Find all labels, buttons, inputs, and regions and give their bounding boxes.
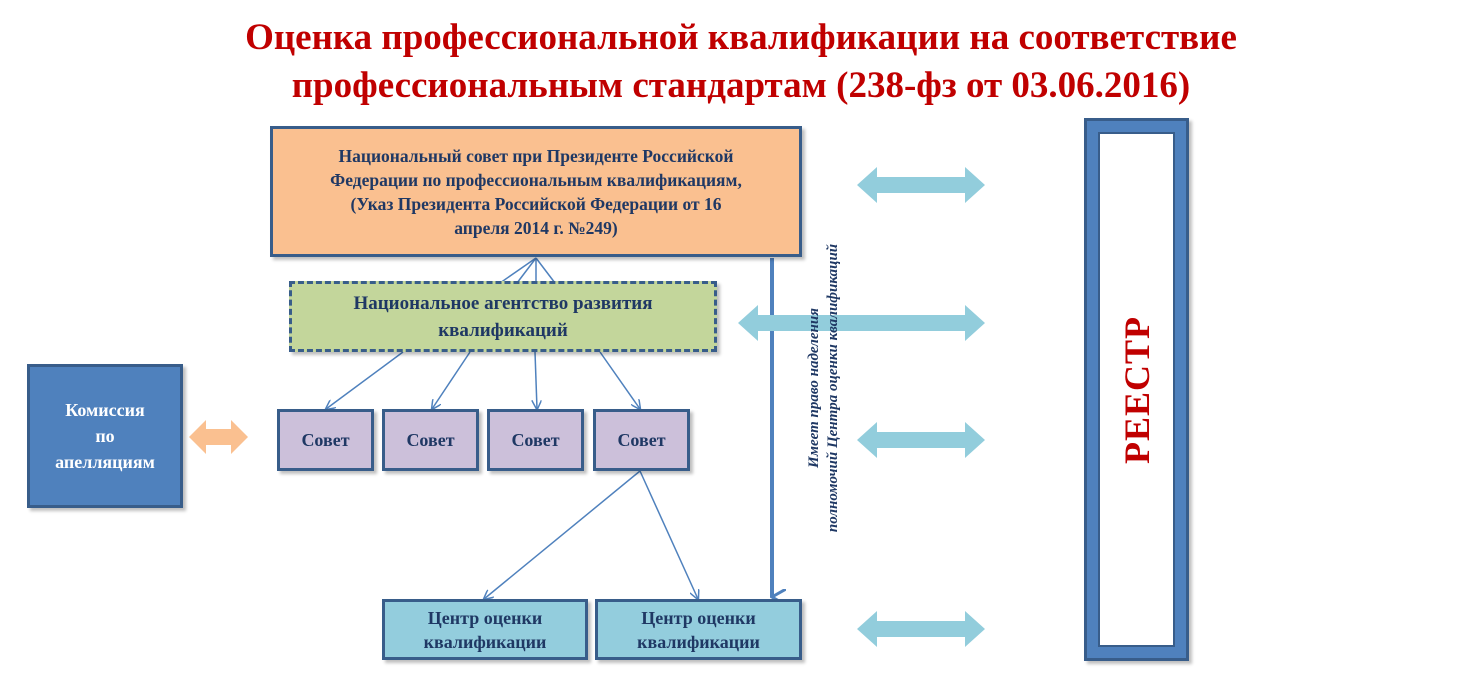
national-council-line-2: Федерации по профессиональным квалификац… — [330, 169, 742, 190]
appeal-commission-box: Комиссия по апелляциям — [27, 364, 183, 508]
arrow-to-center-1 — [484, 470, 641, 599]
sovet-label: Совет — [617, 429, 666, 450]
council-agency-connectors — [499, 257, 556, 284]
double-arrow-icon — [857, 611, 985, 647]
connector-line — [516, 257, 537, 284]
national-council-line-3: (Указ Президента Российской Федерации от… — [350, 193, 722, 214]
sovet-box-4: Совет — [593, 409, 690, 471]
title-line-2: профессиональным стандартам (238-фз от 0… — [291, 65, 1191, 106]
appeal-line-3: апелляциям — [55, 452, 155, 472]
double-arrow-icon — [857, 167, 985, 203]
national-agency-line-1: Национальное агентство развития — [353, 292, 653, 314]
double-arrow-icon — [738, 305, 985, 341]
sovet-center-arrows — [484, 470, 698, 599]
arrow-to-center-2 — [639, 470, 698, 599]
center-line-2: квалификации — [423, 631, 547, 652]
connector-line — [499, 257, 537, 284]
appeal-line-2: по — [95, 426, 115, 446]
national-agency-box: Национальное агентство развития квалифик… — [289, 281, 717, 352]
national-council-box: Национальный совет при Президенте Россий… — [270, 126, 802, 257]
delegation-note-line-2: полномочий Центра оценки квалификаций — [825, 243, 841, 533]
arrow-to-sovet-3 — [535, 351, 537, 409]
registry-label: РЕЕСТР — [1116, 315, 1157, 464]
national-agency-line-2: квалификаций — [438, 319, 568, 341]
registry-inner-panel: РЕЕСТР — [1098, 132, 1175, 647]
national-council-line-1: Национальный совет при Президенте Россий… — [338, 145, 734, 166]
sovet-label: Совет — [511, 429, 560, 450]
page-title: Оценка профессиональной квалификации на … — [0, 14, 1482, 110]
title-line-1: Оценка профессиональной квалификации на … — [245, 17, 1237, 58]
arrow-to-sovet-1 — [326, 351, 404, 409]
center-line-1: Центр оценки — [641, 607, 756, 628]
agency-sovet-arrows — [326, 351, 640, 409]
center-line-2: квалификации — [637, 631, 760, 652]
sovet-box-3: Совет — [487, 409, 584, 471]
national-council-line-4: апреля 2014 г. №249) — [454, 217, 618, 238]
registry-box: РЕЕСТР — [1084, 118, 1189, 661]
sovet-box-2: Совет — [382, 409, 479, 471]
sovet-box-1: Совет — [277, 409, 374, 471]
appeal-double-arrow-icon — [189, 420, 248, 454]
registry-double-arrows — [738, 167, 985, 647]
double-arrow-icon — [857, 422, 985, 458]
sovet-label: Совет — [406, 429, 455, 450]
arrow-to-sovet-4 — [599, 351, 640, 409]
arrow-to-sovet-2 — [432, 351, 471, 409]
center-line-1: Центр оценки — [427, 607, 543, 628]
sovet-label: Совет — [301, 429, 350, 450]
delegation-note-line-1: Имеет право наделения — [806, 308, 822, 468]
connector-line — [535, 257, 556, 284]
assessment-center-box-1: Центр оценки квалификации — [382, 599, 588, 660]
assessment-center-box-2: Центр оценки квалификации — [595, 599, 802, 660]
appeal-line-1: Комиссия — [65, 400, 145, 420]
